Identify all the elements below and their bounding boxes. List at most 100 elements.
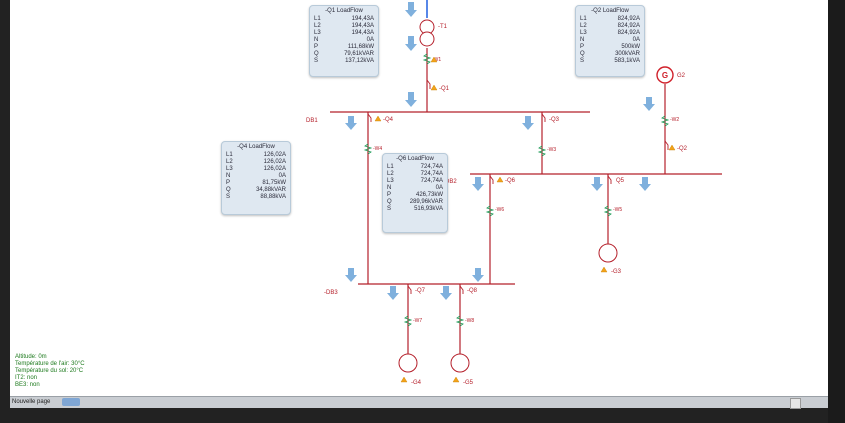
cable-w3-symbol[interactable] <box>537 145 547 157</box>
loadflow-q4-title: -Q4 LoadFlow <box>237 144 275 150</box>
warning-w1-icon[interactable] <box>430 56 438 63</box>
cable-w2-symbol[interactable] <box>660 115 670 127</box>
loadflow-row-key: Q <box>226 187 231 193</box>
cable-w4-label: -W4 <box>373 146 382 152</box>
breaker-q8-symbol[interactable] <box>459 285 464 294</box>
altitude-text: Altitude: 0m <box>15 354 47 360</box>
page-tab[interactable]: Nouvelle page <box>12 399 51 405</box>
loadflow-row: L2 126,02A <box>226 159 286 166</box>
breaker-q5-symbol[interactable] <box>607 175 612 184</box>
cable-w1-label: -W1 <box>432 57 441 63</box>
it2-text: IT2: non <box>15 375 38 381</box>
loadflow-row-key: L3 <box>387 178 394 184</box>
cable-w5-label: -W5 <box>613 207 622 213</box>
warning-q4-icon[interactable] <box>374 115 382 122</box>
warning-q6-icon[interactable] <box>496 176 504 183</box>
busbar-db2-label: -DB2 <box>443 179 457 185</box>
warning-g5-icon[interactable] <box>452 376 460 383</box>
diagram-canvas[interactable]: -T1 <box>10 0 828 396</box>
loadflow-row-key: L3 <box>314 30 321 36</box>
loadflow-row-key: N <box>314 37 319 43</box>
generator-g2-symbol[interactable] <box>656 66 674 84</box>
loadflow-row-key: L2 <box>226 159 233 165</box>
generator-g4-symbol[interactable] <box>398 353 418 373</box>
cable-w8-label: -W8 <box>465 318 474 324</box>
loadflow-row-key: P <box>387 192 392 198</box>
loadflow-row-value: 426,73kW <box>415 192 443 198</box>
generator-g3-symbol[interactable] <box>598 243 618 263</box>
warning-g4-icon[interactable] <box>400 376 408 383</box>
loadflow-row-value: 0A <box>278 173 286 179</box>
generator-g4-label: -G4 <box>411 380 422 386</box>
transformer-t1-symbol[interactable] <box>419 19 435 47</box>
warning-g3-icon[interactable] <box>600 266 608 273</box>
loadflow-row-key: P <box>226 180 231 186</box>
loadflow-row-value: 126,02A <box>263 152 286 158</box>
breaker-q5-label: Q5 <box>616 178 625 184</box>
loadflow-row-value: 724,74A <box>420 171 443 177</box>
loadflow-row-key: L2 <box>387 171 394 177</box>
breaker-q3-label: -Q3 <box>549 117 560 123</box>
air-temperature-text: Température de l'air: 30°C <box>15 361 85 367</box>
cable-w4-symbol[interactable] <box>363 143 373 155</box>
cable-w5-symbol[interactable] <box>603 205 613 217</box>
loadflow-row-key: L1 <box>580 16 587 22</box>
be3-text: BE3: non <box>15 382 40 388</box>
loadflow-row-key: P <box>580 44 585 50</box>
generator-g5-label: -G5 <box>463 380 474 386</box>
breaker-q2-symbol[interactable] <box>664 140 669 150</box>
breaker-q4-symbol[interactable] <box>367 113 372 122</box>
loadflow-row-key: N <box>226 173 231 179</box>
breaker-q3-symbol[interactable] <box>541 113 546 122</box>
transformer-t1-label: -T1 <box>438 24 448 30</box>
loadflow-row-value: 194,43A <box>351 16 374 22</box>
generator-g5-symbol[interactable] <box>450 353 470 373</box>
breaker-q6-label: -Q6 <box>505 178 516 184</box>
single-line-diagram[interactable]: -T1 <box>10 0 828 396</box>
cable-w8-symbol[interactable] <box>455 315 465 327</box>
busbar-db1-label: DB1 <box>306 118 318 124</box>
loadflow-row-key: N <box>387 185 392 191</box>
page-tab-bar: Nouvelle page <box>10 396 828 409</box>
loadflow-row-value: 824,92A <box>617 23 640 29</box>
cable-w7-label: -W7 <box>413 318 422 324</box>
loadflow-row-value: 126,02A <box>263 159 286 165</box>
warning-q2-icon[interactable] <box>668 144 676 151</box>
cable-w1-symbol[interactable] <box>422 53 432 65</box>
cable-w6-symbol[interactable] <box>485 205 495 217</box>
loadflow-row-value: 300kVAR <box>615 51 640 57</box>
generator-g2-letter: G <box>662 71 668 80</box>
cable-w7-symbol[interactable] <box>403 315 413 327</box>
scrollbar-corner[interactable] <box>790 398 801 409</box>
loadflow-row-value: 79,61kVAR <box>344 51 374 57</box>
warning-q1-icon[interactable] <box>430 84 438 91</box>
breaker-q7-symbol[interactable] <box>407 285 412 294</box>
tab-scroll-arrow-icon[interactable] <box>62 398 80 406</box>
breaker-q6-symbol[interactable] <box>489 175 494 184</box>
cable-w6-label: -W6 <box>495 207 504 213</box>
loadflow-q2-title: -Q2 LoadFlow <box>591 8 629 14</box>
loadflow-q6-title: -Q6 LoadFlow <box>396 156 434 162</box>
breaker-q1-symbol[interactable] <box>426 79 431 89</box>
generator-g3-label: -G3 <box>611 269 622 275</box>
loadflow-row-key: L3 <box>226 166 233 172</box>
